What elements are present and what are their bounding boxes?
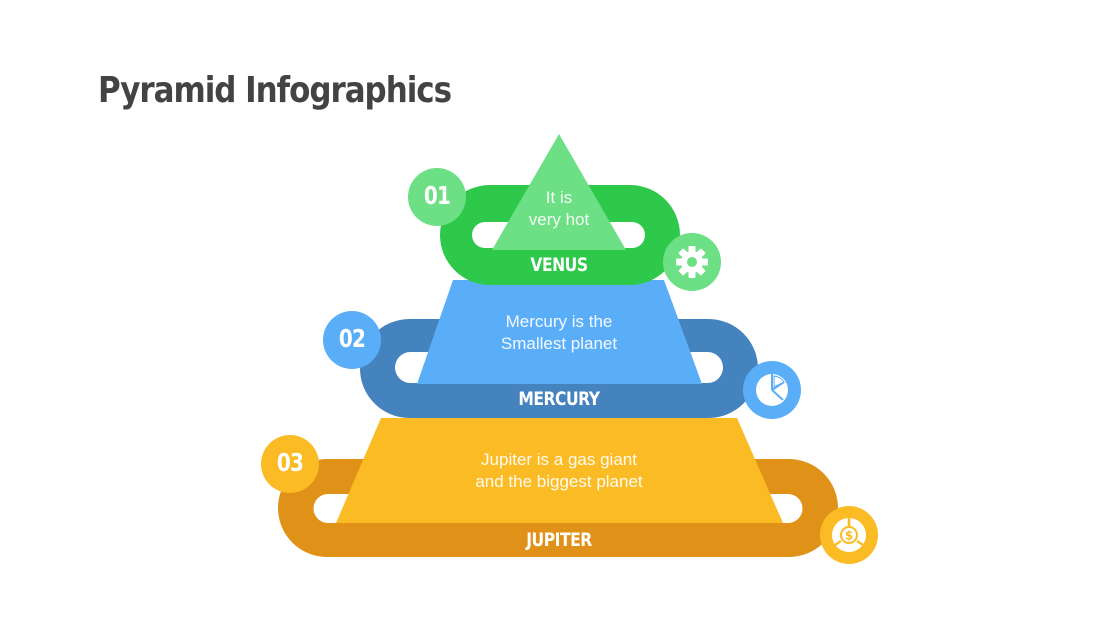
venus-triangle xyxy=(492,134,626,250)
jupiter-number-badge xyxy=(261,435,319,493)
venus-number: 01 xyxy=(423,181,451,210)
jupiter-trapezoid xyxy=(336,418,783,523)
page-title: Pyramid Infographics xyxy=(98,70,452,111)
venus-label: VENUS xyxy=(530,254,588,276)
mercury-description: Mercury is the Smallest planet xyxy=(500,312,618,353)
jupiter-number: 03 xyxy=(276,448,304,477)
level-venus xyxy=(408,134,721,291)
level-jupiter: $ xyxy=(261,418,878,564)
svg-text:$: $ xyxy=(845,529,853,543)
venus-description: It is very hot xyxy=(528,188,590,229)
mercury-label: MERCURY xyxy=(518,388,600,410)
jupiter-description: Jupiter is a gas giant and the biggest p… xyxy=(475,450,643,491)
pie-chart-icon xyxy=(756,374,788,406)
venus-ring xyxy=(440,185,680,285)
mercury-number: 02 xyxy=(338,324,366,353)
mercury-number-badge xyxy=(323,311,381,369)
gear-icon xyxy=(676,246,708,278)
jupiter-label: JUPITER xyxy=(526,529,592,551)
mercury-trapezoid xyxy=(417,280,702,384)
level-mercury xyxy=(323,280,801,419)
money-icon: $ xyxy=(832,518,866,552)
venus-number-badge xyxy=(408,168,466,226)
